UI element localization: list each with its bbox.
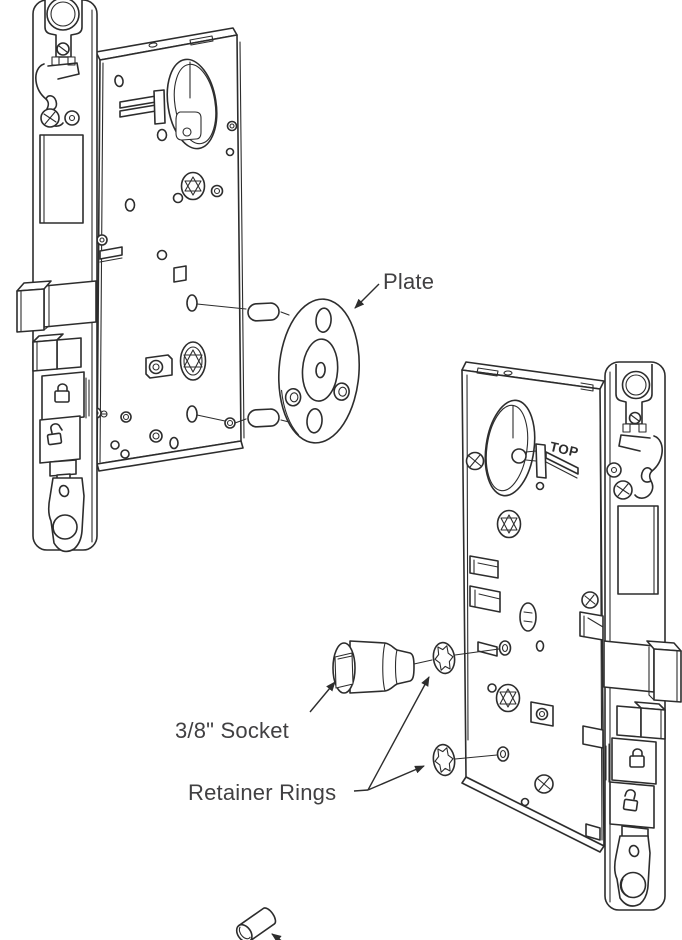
label-plate: Plate bbox=[383, 269, 434, 294]
spacer-bushing bbox=[235, 907, 282, 940]
padlock-open-icon bbox=[46, 423, 63, 446]
right-rear-mechanism bbox=[579, 591, 604, 841]
right-latch-bolt bbox=[603, 640, 682, 703]
plate-part bbox=[277, 298, 361, 444]
right-deadbolt bbox=[616, 701, 666, 740]
padlock-closed-icon bbox=[54, 383, 70, 403]
left-faceplate-cutout bbox=[39, 134, 84, 224]
spindle-hub-lower-left bbox=[179, 341, 207, 381]
right-top-lug bbox=[615, 364, 653, 433]
left-lock-case bbox=[90, 27, 247, 472]
right-aux-plates bbox=[605, 737, 657, 829]
phillips-screw-icon bbox=[613, 480, 633, 500]
phillips-screw-icon bbox=[465, 451, 485, 471]
spindle-hub-upper-left bbox=[180, 171, 206, 201]
mounting-posts bbox=[247, 302, 290, 428]
phillips-screw-icon bbox=[534, 774, 554, 794]
top-stamp: TOP bbox=[548, 439, 580, 460]
cylinder-hole-left bbox=[166, 58, 218, 150]
retainer-ring-upper bbox=[432, 641, 456, 675]
spindle-hub-upper-right bbox=[496, 509, 522, 539]
socket-square-drive bbox=[334, 652, 354, 689]
label-retainer-rings: Retainer Rings bbox=[188, 780, 336, 805]
callouts: Plate 3/8" Socket Retainer Rings bbox=[175, 269, 434, 805]
left-armored-front bbox=[16, 0, 98, 553]
padlock-closed-icon bbox=[629, 748, 645, 768]
lever-bar-right bbox=[535, 443, 579, 479]
bushing-arrow bbox=[271, 933, 282, 940]
left-latch-bolt bbox=[16, 280, 97, 333]
left-aux-plates bbox=[39, 371, 90, 464]
lever-bar-left bbox=[119, 89, 166, 125]
retainer-arrow-upper bbox=[367, 676, 430, 791]
phillips-screw-icon bbox=[40, 108, 60, 128]
left-bottom-lug bbox=[47, 477, 85, 553]
right-faceplate-cutout bbox=[617, 505, 659, 595]
socket-arrow bbox=[309, 681, 336, 713]
left-top-lug bbox=[44, 0, 83, 66]
padlock-open-icon bbox=[622, 789, 639, 812]
retainer-ring-lower bbox=[432, 743, 456, 777]
left-deadbolt bbox=[32, 333, 82, 372]
plate-arrow bbox=[354, 283, 380, 309]
spindle-hub-lower-right bbox=[495, 683, 521, 713]
right-lock-assembly: TOP bbox=[413, 361, 682, 911]
right-hook-piece bbox=[606, 434, 663, 500]
retainer-arrow-lower bbox=[367, 765, 425, 791]
left-hook-piece bbox=[35, 62, 80, 128]
socket-part bbox=[332, 640, 415, 694]
label-socket: 3/8" Socket bbox=[175, 718, 289, 743]
left-lock-assembly bbox=[16, 0, 361, 553]
cylinder-hole-right bbox=[484, 399, 540, 497]
right-lock-case: TOP bbox=[413, 361, 605, 853]
right-bottom-lug bbox=[613, 835, 651, 907]
retainer-fork-stem bbox=[353, 789, 369, 792]
right-armored-front bbox=[603, 361, 682, 911]
